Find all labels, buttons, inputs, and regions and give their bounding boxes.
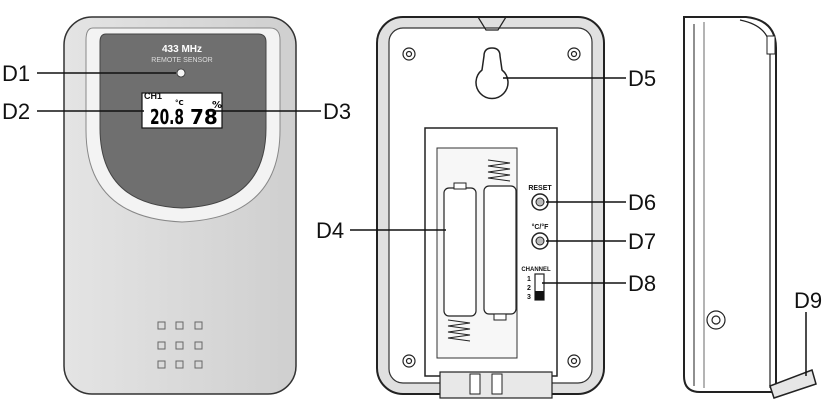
humidity-unit: % [212,100,222,111]
side-clip [767,36,775,54]
callout-d1: D1 [2,61,30,86]
channel-option-1: 1 [527,276,531,283]
callout-d4: D4 [316,218,344,243]
callout-d6: D6 [628,190,656,215]
channel-switch-label: CHANNEL [521,267,551,273]
channel-option-3: 3 [527,294,531,301]
reset-label: RESET [528,185,552,192]
battery-right-terminal [494,314,506,320]
temperature-reading: 20.8 [150,105,184,129]
back-view: RESET °C/°F CHANNEL 1 2 3 [377,17,604,398]
callout-d3: D3 [323,99,351,124]
frequency-text: 433 MHz [162,44,202,55]
channel-slide-switch[interactable] [535,274,544,300]
unit-label: °C/°F [532,223,550,231]
transmission-led [177,69,185,77]
side-view [684,17,816,398]
callout-d2: D2 [2,99,30,124]
callout-d7: D7 [628,229,656,254]
callout-d5: D5 [628,66,656,91]
callout-d9: D9 [794,288,822,313]
side-housing [684,17,776,392]
temperature-unit: °C [175,99,184,107]
unit-toggle-button[interactable] [532,233,548,249]
channel-text: CH1 [144,91,162,101]
battery-right [484,186,516,314]
side-screw-icon [707,311,725,329]
channel-option-2: 2 [527,285,531,292]
battery-left [444,188,476,316]
callout-d8: D8 [628,271,656,296]
reset-button[interactable] [532,194,548,210]
sensor-name-text: REMOTE SENSOR [151,57,212,64]
battery-left-terminal [454,183,466,189]
